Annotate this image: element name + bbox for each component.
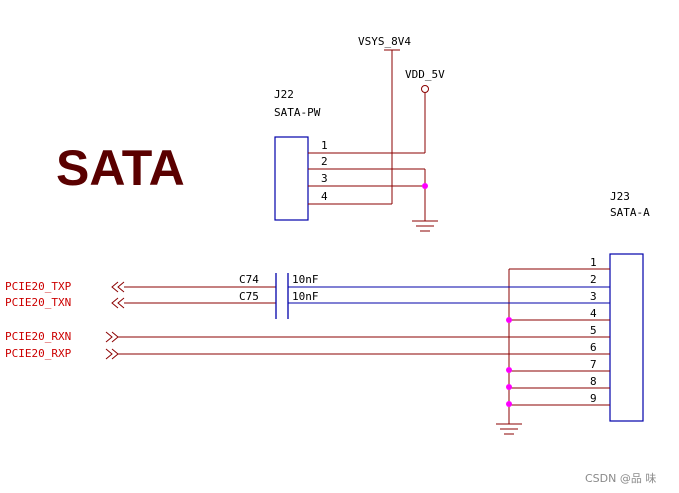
j22-pin-4: 4 xyxy=(321,190,328,203)
ground-symbol xyxy=(412,220,438,232)
net-label-txp: PCIE20_TXP xyxy=(5,280,72,293)
vdd-power-symbol: VDD_5V xyxy=(405,68,445,153)
j22-pin-2: 2 xyxy=(321,155,328,168)
net-pcie20-rxp: PCIE20_RXP xyxy=(5,347,610,360)
net-label-txn: PCIE20_TXN xyxy=(5,296,71,309)
j22-value: SATA-PW xyxy=(274,106,321,119)
j23-body xyxy=(609,253,644,422)
j23-pin-2: 2 xyxy=(590,273,597,286)
net-pcie20-txn: PCIE20_TXN xyxy=(5,296,610,309)
junction-dot xyxy=(506,317,512,323)
vsys-net-label: VSYS_8V4 xyxy=(358,35,411,48)
j22-body xyxy=(274,136,309,221)
j23-pin-7: 7 xyxy=(590,358,597,371)
j22-pin-1: 1 xyxy=(321,139,328,152)
j22-connector: J22 SATA-PW 1 2 3 4 xyxy=(274,88,428,221)
j23-pin-4: 4 xyxy=(590,307,597,320)
capacitor-c74: C74 10nF xyxy=(239,273,319,319)
vdd-net-label: VDD_5V xyxy=(405,68,445,81)
j23-pins: 1 2 3 4 5 6 7 8 9 xyxy=(509,256,610,406)
junction-dot xyxy=(506,401,512,407)
junction-dot xyxy=(506,367,512,373)
c75-ref: C75 xyxy=(239,290,259,303)
net-pcie20-txp: PCIE20_TXP xyxy=(5,280,610,293)
c75-value: 10nF xyxy=(292,290,319,303)
junction-dot xyxy=(506,384,512,390)
junction-dot xyxy=(422,183,428,189)
net-pcie20-rxn: PCIE20_RXN xyxy=(5,330,610,343)
j22-ref: J22 xyxy=(274,88,294,101)
ground-symbol xyxy=(496,423,522,435)
j23-ref: J23 xyxy=(610,190,630,203)
c74-ref: C74 xyxy=(239,273,259,286)
schematic-title: SATA xyxy=(56,140,185,196)
j23-pin-3: 3 xyxy=(590,290,597,303)
capacitor-c75: C75 10nF xyxy=(239,290,319,303)
net-label-rxp: PCIE20_RXP xyxy=(5,347,72,360)
j23-pin-9: 9 xyxy=(590,392,597,405)
j23-pin-1: 1 xyxy=(590,256,597,269)
j23-pin-6: 6 xyxy=(590,341,597,354)
j23-pin-5: 5 xyxy=(590,324,597,337)
net-label-rxn: PCIE20_RXN xyxy=(5,330,71,343)
j23-value: SATA-A xyxy=(610,206,650,219)
watermark: CSDN @品 味 xyxy=(585,472,656,485)
j23-pin-8: 8 xyxy=(590,375,597,388)
vsys-power-symbol: VSYS_8V4 xyxy=(358,35,411,204)
j22-pin-3: 3 xyxy=(321,172,328,185)
c74-value: 10nF xyxy=(292,273,319,286)
j23-connector: J23 SATA-A 1 2 3 4 5 6 7 8 9 xyxy=(509,190,650,422)
j23-ground-net xyxy=(506,268,610,424)
